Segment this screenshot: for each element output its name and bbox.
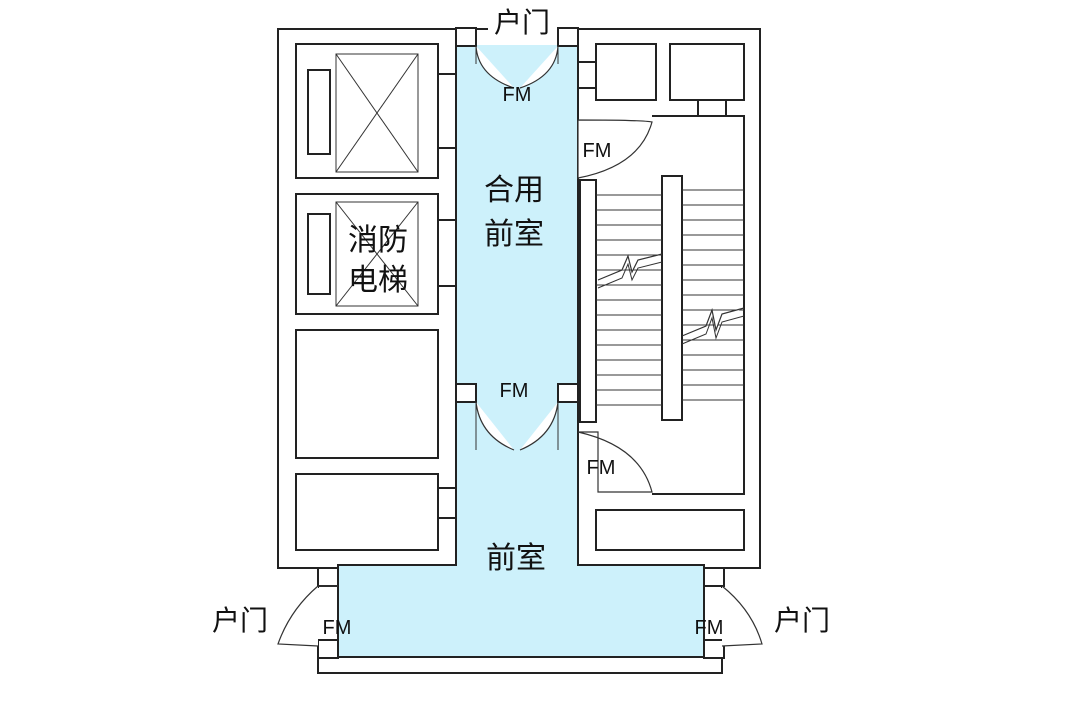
stair-treads-left (596, 194, 662, 406)
door-top-double (475, 45, 559, 89)
elevator-shaft (295, 43, 457, 179)
fm-middle-door-label: FM (500, 380, 529, 402)
fm-top-door-label: FM (503, 84, 532, 106)
door-left-double (277, 585, 338, 647)
left-room-lower (295, 329, 457, 551)
fire-elevator-shaft: 消防 电梯 (295, 193, 457, 315)
stair-break-line-right (681, 307, 745, 345)
fm-left-door-label: FM (323, 617, 352, 639)
right-small-rooms (577, 43, 745, 117)
door-stair-lower (577, 431, 653, 493)
shared-vestibule-label-line1: 合用 (484, 173, 544, 208)
fm-stair-lower-door-label: FM (587, 457, 616, 479)
vestibule-area (338, 45, 704, 657)
right-room-lower (595, 509, 745, 551)
fm-stair-upper-door-label: FM (583, 140, 612, 162)
vestibule-label: 前室 (486, 541, 546, 576)
household-door-top-label: 户门 (494, 6, 550, 39)
stair-break-line-left (597, 253, 663, 289)
fire-elevator-label-line2: 电梯 (348, 263, 408, 298)
door-jambs (317, 27, 725, 659)
household-door-right-label: 户门 (774, 604, 830, 637)
stairwell (579, 115, 745, 495)
fm-right-door-label: FM (695, 617, 724, 639)
household-door-left-label: 户门 (212, 604, 268, 637)
shared-vestibule-label-line2: 前室 (484, 217, 544, 252)
vestibule-walls (337, 45, 705, 658)
door-middle-double (475, 401, 559, 451)
door-stair-upper (577, 119, 653, 179)
stair-treads-right (682, 189, 744, 401)
fire-elevator-label-line1: 消防 (348, 223, 408, 258)
door-right-double (721, 585, 763, 647)
